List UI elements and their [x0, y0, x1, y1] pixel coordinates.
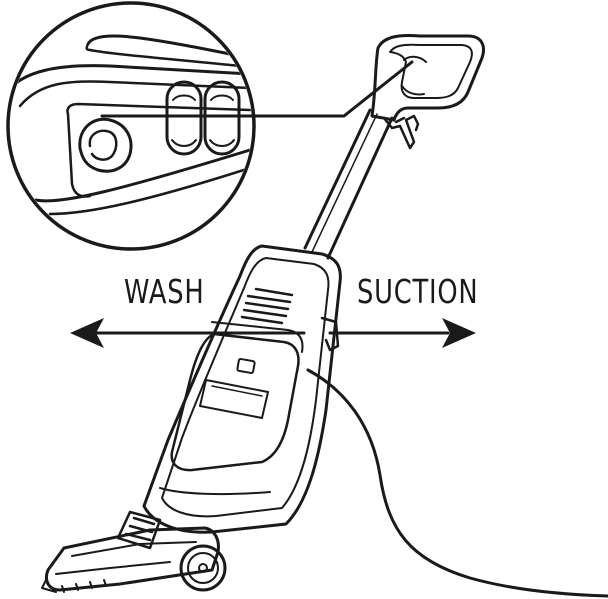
handle-shaft [303, 108, 394, 260]
handle-grip [370, 34, 485, 122]
toggle-buttons [165, 80, 241, 156]
magnified-inset [6, 1, 256, 251]
wash-label: WASH [124, 272, 205, 311]
right-arrow [328, 318, 476, 348]
wheel [179, 544, 227, 592]
round-button [78, 117, 133, 173]
left-arrow [70, 318, 306, 348]
handle-clip [382, 114, 420, 150]
vent-grille [240, 287, 294, 325]
vacuum-body [142, 244, 342, 534]
floor-head [41, 526, 220, 593]
suction-label: SUCTION [357, 272, 479, 311]
callout-line [100, 60, 414, 118]
power-cord [306, 368, 608, 598]
